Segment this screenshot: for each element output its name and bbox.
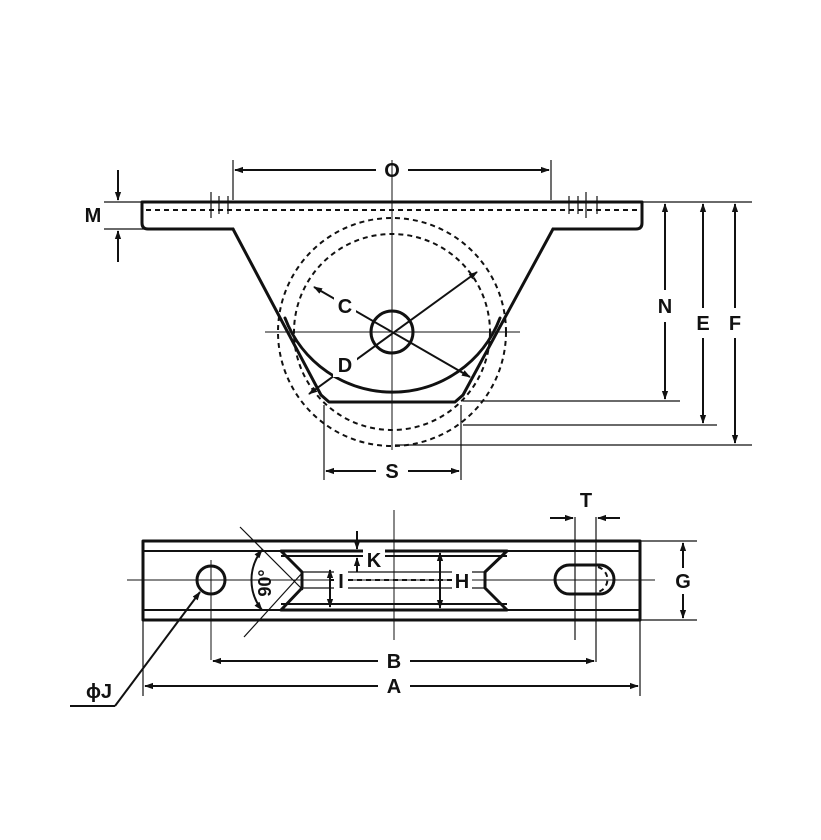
label-angle: 90° — [255, 569, 275, 596]
bracket-leg-left — [231, 227, 323, 397]
leader-j-diagonal — [114, 591, 201, 707]
mounting-plate — [140, 200, 644, 231]
label-t: T — [580, 490, 592, 512]
label-s: S — [385, 461, 398, 483]
label-f: F — [729, 313, 741, 335]
label-b: B — [387, 651, 401, 673]
angle-arc — [250, 549, 263, 611]
label-o: O — [384, 160, 400, 182]
top-view: 90° K I H T G B A — [70, 490, 697, 707]
label-phi-j: ϕJ — [86, 681, 112, 703]
bracket-leg-right — [461, 227, 555, 397]
label-n: N — [658, 296, 672, 318]
label-i: I — [338, 571, 344, 593]
label-a: A — [387, 676, 401, 698]
plate-hole-marks — [210, 192, 598, 218]
label-k: K — [367, 550, 382, 572]
label-h: H — [455, 571, 469, 593]
mounting-slot-right — [553, 563, 616, 596]
label-d: D — [338, 355, 352, 377]
slot-hidden-arc — [597, 566, 609, 593]
label-e: E — [696, 313, 709, 335]
label-c: C — [338, 296, 352, 318]
angle-line-lower — [243, 571, 304, 638]
label-g: G — [675, 571, 691, 593]
label-m: M — [85, 205, 102, 227]
front-view: C D O M N E F S — [85, 160, 752, 483]
angle-line-upper — [239, 526, 304, 591]
